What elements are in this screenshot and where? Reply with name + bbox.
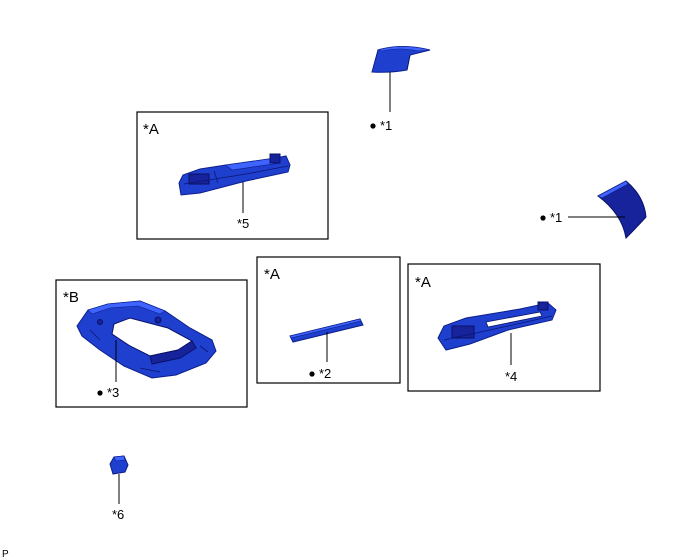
box-a-part-5-label: *A <box>143 121 159 138</box>
box-b-part-3 <box>55 279 248 408</box>
part-1-right <box>597 180 647 240</box>
bullet-2 <box>309 371 315 377</box>
part-1-top <box>371 46 431 73</box>
callout-3: *3 <box>107 385 119 400</box>
box-a-part-4-label: *A <box>415 274 431 291</box>
box-a-part-2 <box>256 256 401 384</box>
bullet-1-right <box>540 215 546 221</box>
part-2 <box>289 318 364 343</box>
callout-5: *5 <box>237 216 249 231</box>
bullet-3 <box>97 390 103 396</box>
part-6 <box>109 455 129 475</box>
callout-6: *6 <box>112 507 124 522</box>
callout-2: *2 <box>319 366 331 381</box>
part-5 <box>178 153 291 196</box>
box-a-part-4 <box>407 263 601 392</box>
footer-code: P <box>2 549 9 560</box>
bullet-1-top <box>370 123 376 129</box>
part-3 <box>76 300 217 379</box>
callout-1-top: *1 <box>380 118 392 133</box>
box-a-part-5 <box>136 111 329 240</box>
part-4 <box>437 301 557 351</box>
box-a-part-2-label: *A <box>264 266 280 283</box>
box-b-part-3-label: *B <box>63 289 79 306</box>
callout-1-right: *1 <box>550 210 562 225</box>
callout-4: *4 <box>505 369 517 384</box>
